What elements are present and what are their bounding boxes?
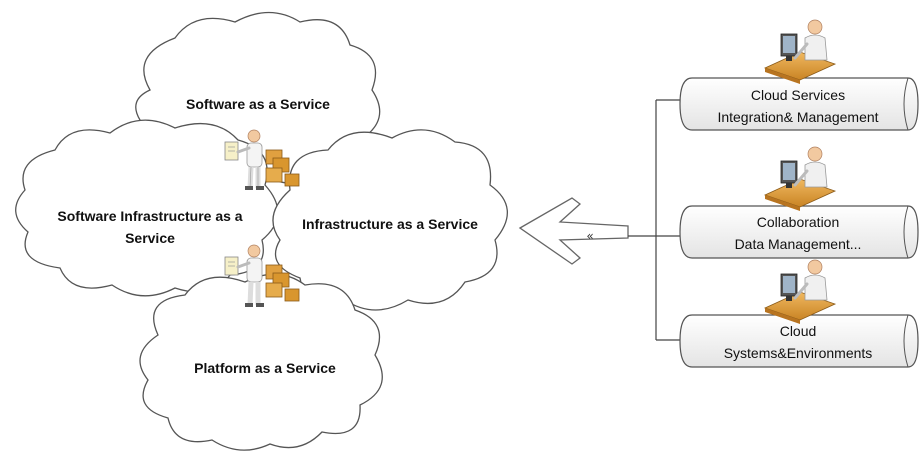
cloud-software-infrastructure-as-a-service: Software Infrastructure as a Service	[15, 119, 279, 297]
service-2-line2: Data Management...	[735, 236, 862, 252]
person-at-desk-computer-icon	[763, 259, 837, 324]
cloud-platform-as-a-service: Platform as a Service	[139, 273, 383, 451]
service-2-line1: Collaboration	[757, 214, 840, 230]
service-3-line1: Cloud	[780, 323, 817, 339]
paas-label: Platform as a Service	[194, 360, 336, 376]
service-1-line1: Cloud Services	[751, 87, 845, 103]
service-cylinder-integration: Cloud Services Integration& Management	[679, 77, 919, 131]
connector-bracket	[628, 99, 690, 341]
iaas-label: Infrastructure as a Service	[302, 216, 478, 232]
service-cylinder-collaboration: Collaboration Data Management...	[679, 205, 919, 259]
service-cylinder-systems: Cloud Systems&Environments	[679, 314, 919, 368]
double-chevron-icon: «	[586, 229, 593, 243]
service-1-line2: Integration& Management	[717, 109, 878, 125]
person-with-server-boxes-icon	[224, 244, 300, 307]
person-at-desk-computer-icon	[763, 19, 837, 84]
sinfra-label-line1: Software Infrastructure as a	[57, 208, 242, 224]
person-at-desk-computer-icon	[763, 146, 837, 211]
sinfra-label-line2: Service	[125, 230, 175, 246]
service-3-line2: Systems&Environments	[724, 345, 873, 361]
inbound-arrow: «	[518, 197, 629, 265]
cloud-infrastructure-as-a-service: Infrastructure as a Service	[272, 129, 508, 311]
saas-label: Software as a Service	[186, 96, 330, 112]
person-with-server-boxes-icon	[224, 129, 300, 190]
